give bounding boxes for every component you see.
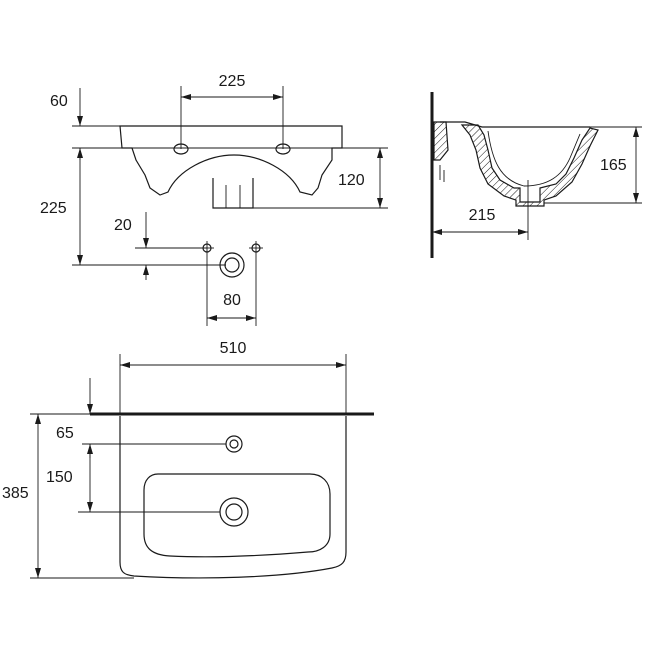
- drain-outer-ring: [219, 252, 245, 278]
- front-view-outline: [119, 125, 343, 196]
- dim-label-drain-offset: 20: [114, 217, 132, 234]
- dim-label-section-height: 165: [600, 157, 627, 174]
- plan-view: 510 65 150 385: [2, 340, 374, 579]
- dim-label-total-height: 225: [40, 200, 67, 217]
- dim-label-bowl-depth: 120: [338, 172, 365, 189]
- dim-label-rim-height: 60: [50, 93, 68, 110]
- section-view: 165 215: [430, 92, 642, 258]
- bolt-detail: 20 80: [114, 212, 263, 326]
- plan-outline: [119, 416, 347, 579]
- front-view: 225 60 225 120: [40, 73, 388, 266]
- front-view-drain: [212, 178, 254, 209]
- plan-tap-hole: [225, 435, 243, 453]
- dim-label-depth: 385: [2, 485, 29, 502]
- section-bowl-shell: [460, 124, 599, 207]
- dim-label-hole-spacing: 225: [219, 73, 246, 90]
- plan-drain-outer: [219, 497, 249, 527]
- plan-drain-inner: [225, 503, 243, 521]
- dim-label-tap-to-drain: 150: [46, 469, 73, 486]
- plan-inner-basin: [143, 473, 331, 558]
- dim-label-back-to-tap: 65: [56, 425, 74, 442]
- dim-label-bolt-spacing: 80: [223, 292, 241, 309]
- dim-label-width: 510: [220, 340, 247, 357]
- drain-inner-ring: [224, 257, 240, 273]
- dim-label-section-drain: 215: [469, 207, 496, 224]
